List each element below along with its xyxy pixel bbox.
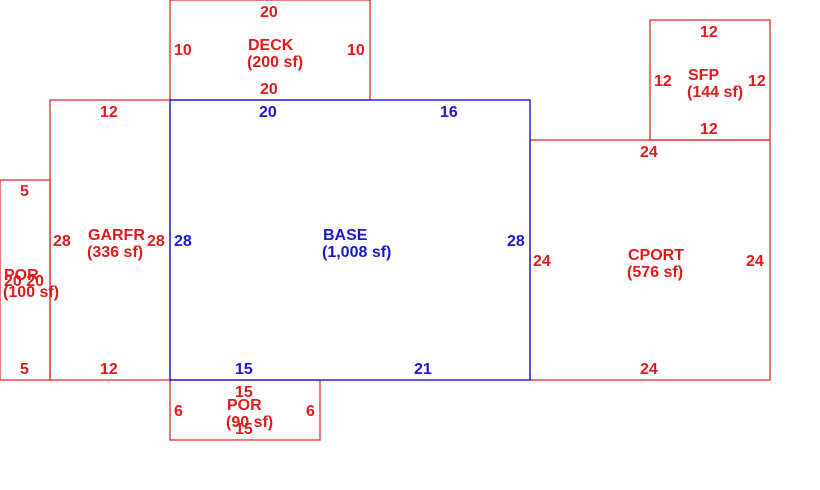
- garfr-dim-bottom: 12: [100, 361, 118, 378]
- sfp-dim-right: 12: [748, 73, 766, 90]
- por-bottom-dim-left: 6: [174, 403, 183, 420]
- sfp-dim-left: 12: [654, 73, 672, 90]
- por-bottom-dim-right: 6: [306, 403, 315, 420]
- por-left-side-dims: 20 20: [4, 273, 44, 290]
- base-dim-top-right: 16: [440, 104, 458, 121]
- por-left-area: (100 sf): [3, 284, 59, 301]
- base-name: BASE: [323, 227, 368, 244]
- garfr-dim-top: 12: [100, 104, 118, 121]
- sfp-area: (144 sf): [687, 84, 743, 101]
- cport-dim-top: 24: [640, 144, 658, 161]
- cport-area: (576 sf): [627, 264, 683, 281]
- por-bottom-dim-top: 15: [235, 384, 253, 401]
- base-dim-bottom-right: 21: [414, 361, 432, 378]
- base-dim-top-left: 20: [259, 104, 277, 121]
- por-left-dim-bottom: 5: [20, 361, 29, 378]
- garfr-name: GARFR: [88, 227, 145, 244]
- base-dim-right: 28: [507, 233, 525, 250]
- garfr-dim-left: 28: [53, 233, 71, 250]
- deck-area: (200 sf): [247, 54, 303, 71]
- base-dim-bottom-left: 15: [235, 361, 253, 378]
- garfr-area: (336 sf): [87, 244, 143, 261]
- base-area: (1,008 sf): [322, 244, 391, 261]
- garfr-dim-right: 28: [147, 233, 165, 250]
- sfp-dim-top: 12: [700, 24, 718, 41]
- cport-dim-right: 24: [746, 253, 764, 270]
- base-outline: [169, 99, 531, 381]
- base-dim-left: 28: [174, 233, 192, 250]
- por-bottom-area: (90 sf): [226, 414, 273, 431]
- cport-dim-left: 24: [533, 253, 551, 270]
- por-left-outline: [0, 179, 51, 381]
- sfp-dim-bottom: 12: [700, 121, 718, 138]
- por-left-name: POR: [4, 267, 39, 284]
- deck-dim-top: 20: [260, 4, 278, 21]
- por-bottom-dim-bottom: 15: [235, 421, 253, 438]
- deck-dim-bottom: 20: [260, 81, 278, 98]
- por-bottom-name: POR: [227, 397, 262, 414]
- deck-name: DECK: [248, 37, 294, 54]
- por-left-dim-top: 5: [20, 183, 29, 200]
- cport-name: CPORT: [628, 247, 684, 264]
- sfp-name: SFP: [688, 67, 719, 84]
- cport-dim-bottom: 24: [640, 361, 658, 378]
- deck-dim-right: 10: [347, 42, 365, 59]
- deck-dim-left: 10: [174, 42, 192, 59]
